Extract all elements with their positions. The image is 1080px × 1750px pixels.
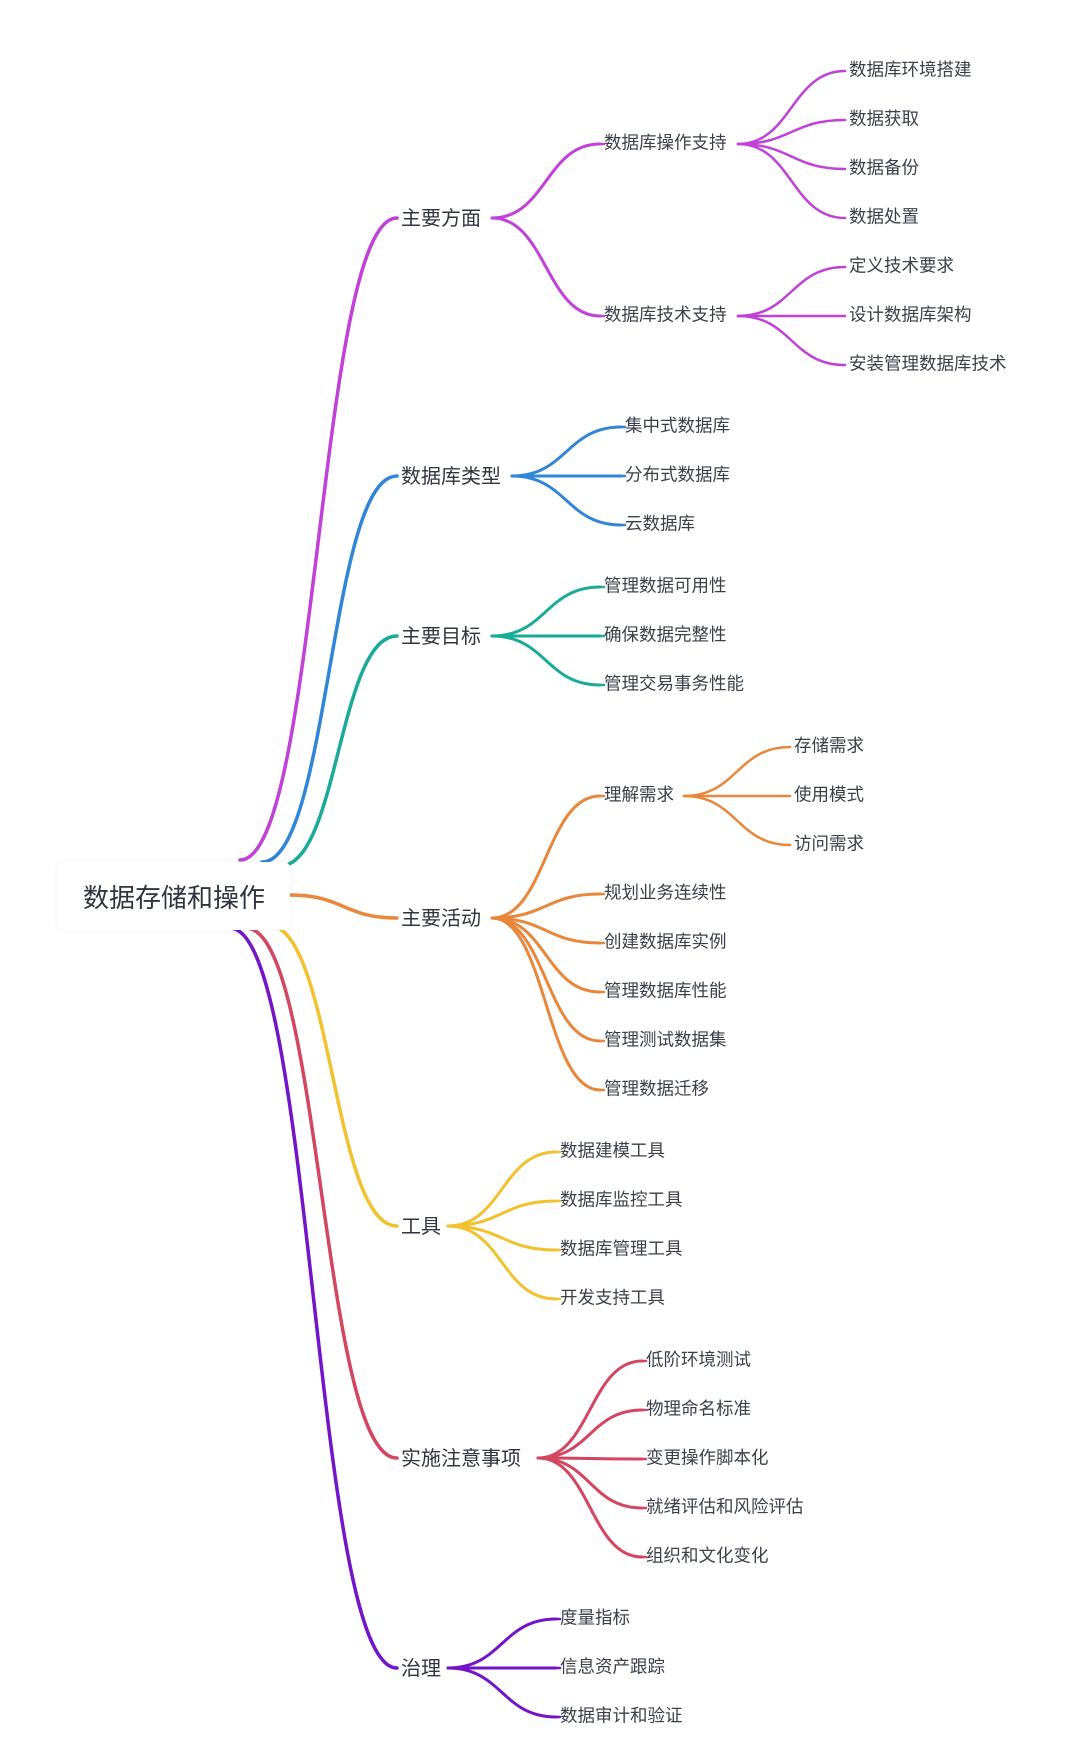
leaf-install-manage-db-tech[interactable]: 安装管理数据库技术 (849, 354, 1007, 375)
root-connector-6 (228, 926, 399, 1670)
node-distributed-db[interactable]: 分布式数据库 (625, 465, 730, 486)
node-manage-data-availability[interactable]: 管理数据可用性 (604, 576, 727, 597)
node-manage-transaction-performance[interactable]: 管理交易事务性能 (604, 674, 744, 695)
node-ensure-data-integrity[interactable]: 确保数据完整性 (604, 625, 727, 646)
node-db-management-tools[interactable]: 数据库管理工具 (560, 1239, 683, 1260)
leaf-data-acquisition[interactable]: 数据获取 (849, 109, 919, 130)
node-readiness-risk-assessment[interactable]: 就绪评估和风险评估 (646, 1497, 804, 1518)
sub-0-connector-0 (736, 69, 847, 146)
node-lower-env-testing[interactable]: 低阶环境测试 (646, 1350, 751, 1371)
branch-6-connector-0 (446, 1617, 558, 1670)
branch-database-types[interactable]: 数据库类型 (401, 464, 501, 488)
branch-6-connector-2 (446, 1666, 558, 1719)
node-info-asset-tracking[interactable]: 信息资产跟踪 (560, 1657, 665, 1678)
node-data-audit-validation[interactable]: 数据审计和验证 (560, 1706, 683, 1727)
node-dev-support-tools[interactable]: 开发支持工具 (560, 1288, 665, 1309)
node-create-db-instance[interactable]: 创建数据库实例 (604, 932, 727, 953)
node-physical-naming-standards[interactable]: 物理命名标准 (646, 1399, 751, 1420)
root-connector-1 (260, 474, 399, 864)
node-org-culture-change[interactable]: 组织和文化变化 (646, 1546, 769, 1567)
root-connector-2 (278, 634, 399, 868)
branch-3-connector-4 (490, 916, 602, 1043)
sub-0-connector-1 (736, 118, 847, 146)
node-plan-business-continuity[interactable]: 规划业务连续性 (604, 883, 727, 904)
node-db-operation-support[interactable]: 数据库操作支持 (604, 133, 727, 154)
sub-0-connector-2 (736, 142, 847, 171)
node-scripted-change-ops[interactable]: 变更操作脚本化 (646, 1448, 769, 1469)
branch-tools[interactable]: 工具 (401, 1214, 441, 1238)
branch-5-connector-4 (536, 1456, 644, 1559)
branch-3-connector-1 (490, 892, 602, 920)
leaf-access-requirements[interactable]: 访问需求 (794, 834, 864, 855)
leaf-define-tech-requirements[interactable]: 定义技术要求 (849, 256, 954, 277)
sub-0-connector-3 (736, 142, 847, 220)
sub-1-connector-2 (736, 314, 847, 367)
branch-main-aspects[interactable]: 主要方面 (401, 206, 481, 230)
branch-1-connector-2 (510, 474, 623, 527)
node-metrics[interactable]: 度量指标 (560, 1608, 630, 1629)
node-db-technical-support[interactable]: 数据库技术支持 (604, 305, 727, 326)
node-manage-test-datasets[interactable]: 管理测试数据集 (604, 1030, 727, 1051)
root-node-label: 数据存储和操作 (82, 883, 265, 914)
sub-2-connector-2 (682, 794, 792, 847)
node-manage-db-performance[interactable]: 管理数据库性能 (604, 981, 727, 1002)
branch-4-connector-3 (446, 1224, 558, 1301)
root-connector-3 (288, 893, 399, 920)
leaf-storage-requirements[interactable]: 存储需求 (794, 736, 864, 757)
leaf-db-env-setup[interactable]: 数据库环境搭建 (849, 60, 972, 81)
branch-4-connector-0 (446, 1150, 558, 1228)
leaf-data-backup[interactable]: 数据备份 (849, 158, 919, 179)
root-connector-4 (266, 923, 399, 1228)
node-understand-requirements[interactable]: 理解需求 (604, 785, 674, 806)
branch-implementation-notes[interactable]: 实施注意事项 (401, 1446, 521, 1470)
branch-1-connector-0 (510, 425, 623, 478)
branch-2-connector-2 (490, 634, 602, 687)
branch-3-connector-0 (490, 794, 602, 920)
node-data-modeling-tools[interactable]: 数据建模工具 (560, 1141, 665, 1162)
root-connector-0 (238, 216, 399, 862)
branch-0-connector-1 (490, 216, 602, 318)
branch-2-connector-0 (490, 585, 602, 638)
sub-1-connector-0 (736, 265, 847, 318)
branch-main-goals[interactable]: 主要目标 (401, 624, 481, 648)
node-manage-data-migration[interactable]: 管理数据迁移 (604, 1079, 709, 1100)
root-connector-5 (244, 926, 399, 1460)
leaf-data-disposal[interactable]: 数据处置 (849, 207, 919, 228)
branch-0-connector-0 (490, 142, 602, 220)
branch-main-activities[interactable]: 主要活动 (401, 906, 481, 930)
node-db-monitoring-tools[interactable]: 数据库监控工具 (560, 1190, 683, 1211)
branch-5-connector-1 (536, 1408, 644, 1460)
branch-5-connector-0 (536, 1359, 644, 1460)
leaf-usage-patterns[interactable]: 使用模式 (794, 785, 864, 806)
branch-3-connector-5 (490, 916, 602, 1092)
root-node[interactable]: 数据存储和操作 (58, 862, 290, 930)
branch-4-connector-2 (446, 1224, 558, 1252)
branch-governance[interactable]: 治理 (401, 1656, 441, 1680)
leaf-design-db-architecture[interactable]: 设计数据库架构 (849, 305, 972, 326)
node-cloud-db[interactable]: 云数据库 (625, 514, 695, 535)
branch-5-connector-3 (536, 1456, 644, 1510)
sub-2-connector-0 (682, 745, 792, 798)
node-centralized-db[interactable]: 集中式数据库 (625, 416, 730, 437)
branch-4-connector-1 (446, 1199, 558, 1228)
